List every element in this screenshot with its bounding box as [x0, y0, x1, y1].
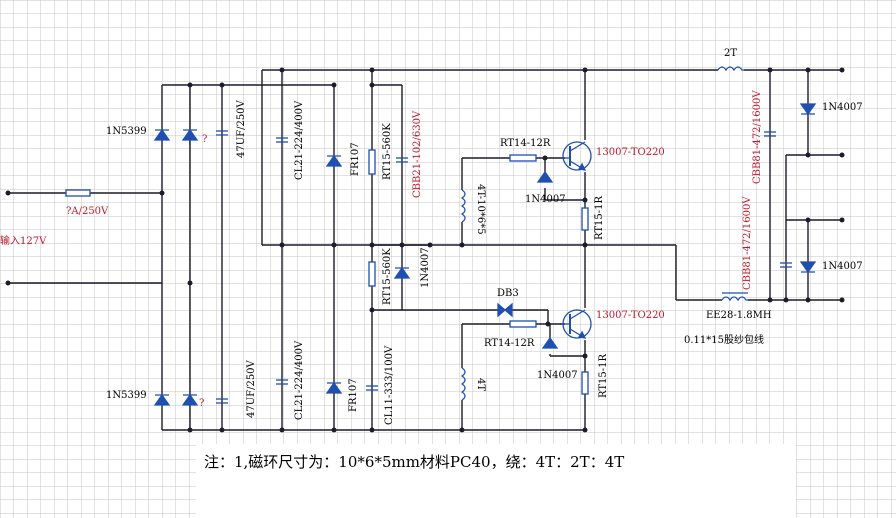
label-cbb81-top: CBB81-472/1600V [752, 90, 763, 184]
diode-1n4007-q1 [536, 170, 554, 183]
label-fr107-top: FR107 [350, 142, 361, 176]
components [65, 66, 817, 406]
label-in4007-right-bottom: 1N4007 [822, 261, 863, 272]
diac-db3 [497, 302, 513, 318]
label-cap-bottom-47: 47UF/250V [246, 359, 257, 418]
diode-fr107-bottom [325, 381, 343, 394]
fuse-symbol [65, 189, 91, 197]
label-cl11: CL11-333/100V [384, 345, 395, 425]
label-cap-top-47: 47UF/250V [236, 99, 247, 158]
capacitor-cl21-bottom [276, 379, 288, 385]
label-cl21-bottom: CL21-224/400V [294, 340, 305, 420]
label-fr107-bottom: FR107 [348, 378, 359, 412]
label-in4007-q2: 1N4007 [537, 370, 578, 381]
label-bridge-top: 1N5399 [106, 126, 147, 137]
label-rt15-1r-bottom: RT15-1R [598, 354, 609, 398]
diode-bridge-1 [153, 128, 171, 141]
label-in4007-q1: 1N4007 [525, 194, 566, 205]
winding-note: 注：1,磁环尺寸为：10*6*5mm材料PC40，绕：4T：2T：4T [204, 453, 625, 471]
diode-1n4007-mid [393, 266, 411, 279]
label-inductor: EE28-1.8MH [706, 310, 772, 321]
resistor-rt15-560k-bottom [368, 261, 376, 287]
coil-2t [717, 66, 744, 72]
diode-fr107-top [325, 154, 343, 167]
coil-4t-bottom [460, 367, 466, 401]
resistor-rt14-bottom [509, 320, 537, 328]
label-rt15-560k-bottom: RT15-560K [382, 248, 393, 305]
capacitor-cbb81-top [764, 131, 776, 137]
coil-4t-top [460, 189, 466, 223]
label-coil-4t-a: 4T-10*6*5 [475, 184, 486, 235]
resistor-rt15-1r-top [581, 207, 589, 231]
label-coil-2t: 2T [724, 48, 737, 59]
label-input-voltage: 输入127V [0, 234, 47, 247]
diode-bridge-4 [181, 393, 199, 406]
label-wire-note: 0.11*15股纱包线 [684, 333, 764, 346]
capacitor-cbb21 [396, 157, 408, 163]
label-rt15-1r-top: RT15-1R [594, 196, 605, 240]
inductor-ee28 [721, 292, 748, 302]
label-q-bottom: ? [199, 398, 204, 409]
resistor-rt15-1r-bottom [581, 371, 589, 395]
label-rt15-560k-top: RT15-560K [382, 123, 393, 180]
junction-dots [5, 67, 845, 433]
label-bridge-bottom: 1N5399 [106, 390, 147, 401]
label-fuse: ?A/250V [66, 206, 109, 217]
label-cl21-top: CL21-224/400V [294, 100, 305, 180]
transistor-q1 [562, 141, 592, 171]
capacitor-cbb81-bottom [780, 262, 792, 268]
label-in4007-right-top: 1N4007 [822, 102, 863, 113]
label-q-top: ? [202, 134, 207, 145]
label-rt14-bottom: RT14-12R [484, 338, 535, 349]
label-db3: DB3 [497, 288, 519, 299]
electrolytic-cap-top [216, 130, 228, 136]
diode-1n4007-q2 [541, 336, 559, 349]
diode-bridge-2 [181, 128, 199, 141]
diode-1n4007-right-bottom [799, 261, 817, 274]
label-q1: 13007-TO220 [596, 147, 665, 158]
resistor-rt14-top [509, 154, 537, 162]
capacitor-cl21-top [276, 137, 288, 143]
transistor-q2 [562, 309, 592, 339]
label-coil-4t-b: 4T [475, 378, 486, 391]
note-panel [196, 444, 796, 518]
capacitor-cl11 [366, 385, 378, 391]
diode-bridge-3 [153, 393, 171, 406]
label-rt14-top: RT14-12R [500, 138, 551, 149]
resistor-rt15-560k-top [368, 149, 376, 175]
diode-1n4007-right-top [799, 103, 817, 116]
label-cbb81-bottom: CBB81-472/1600V [742, 196, 753, 290]
label-q2: 13007-TO220 [596, 310, 665, 321]
label-in4007-mid: 1N4007 [420, 247, 431, 288]
label-cbb21: CBB21-102/630V [412, 110, 423, 198]
electrolytic-cap-bottom [216, 398, 228, 404]
